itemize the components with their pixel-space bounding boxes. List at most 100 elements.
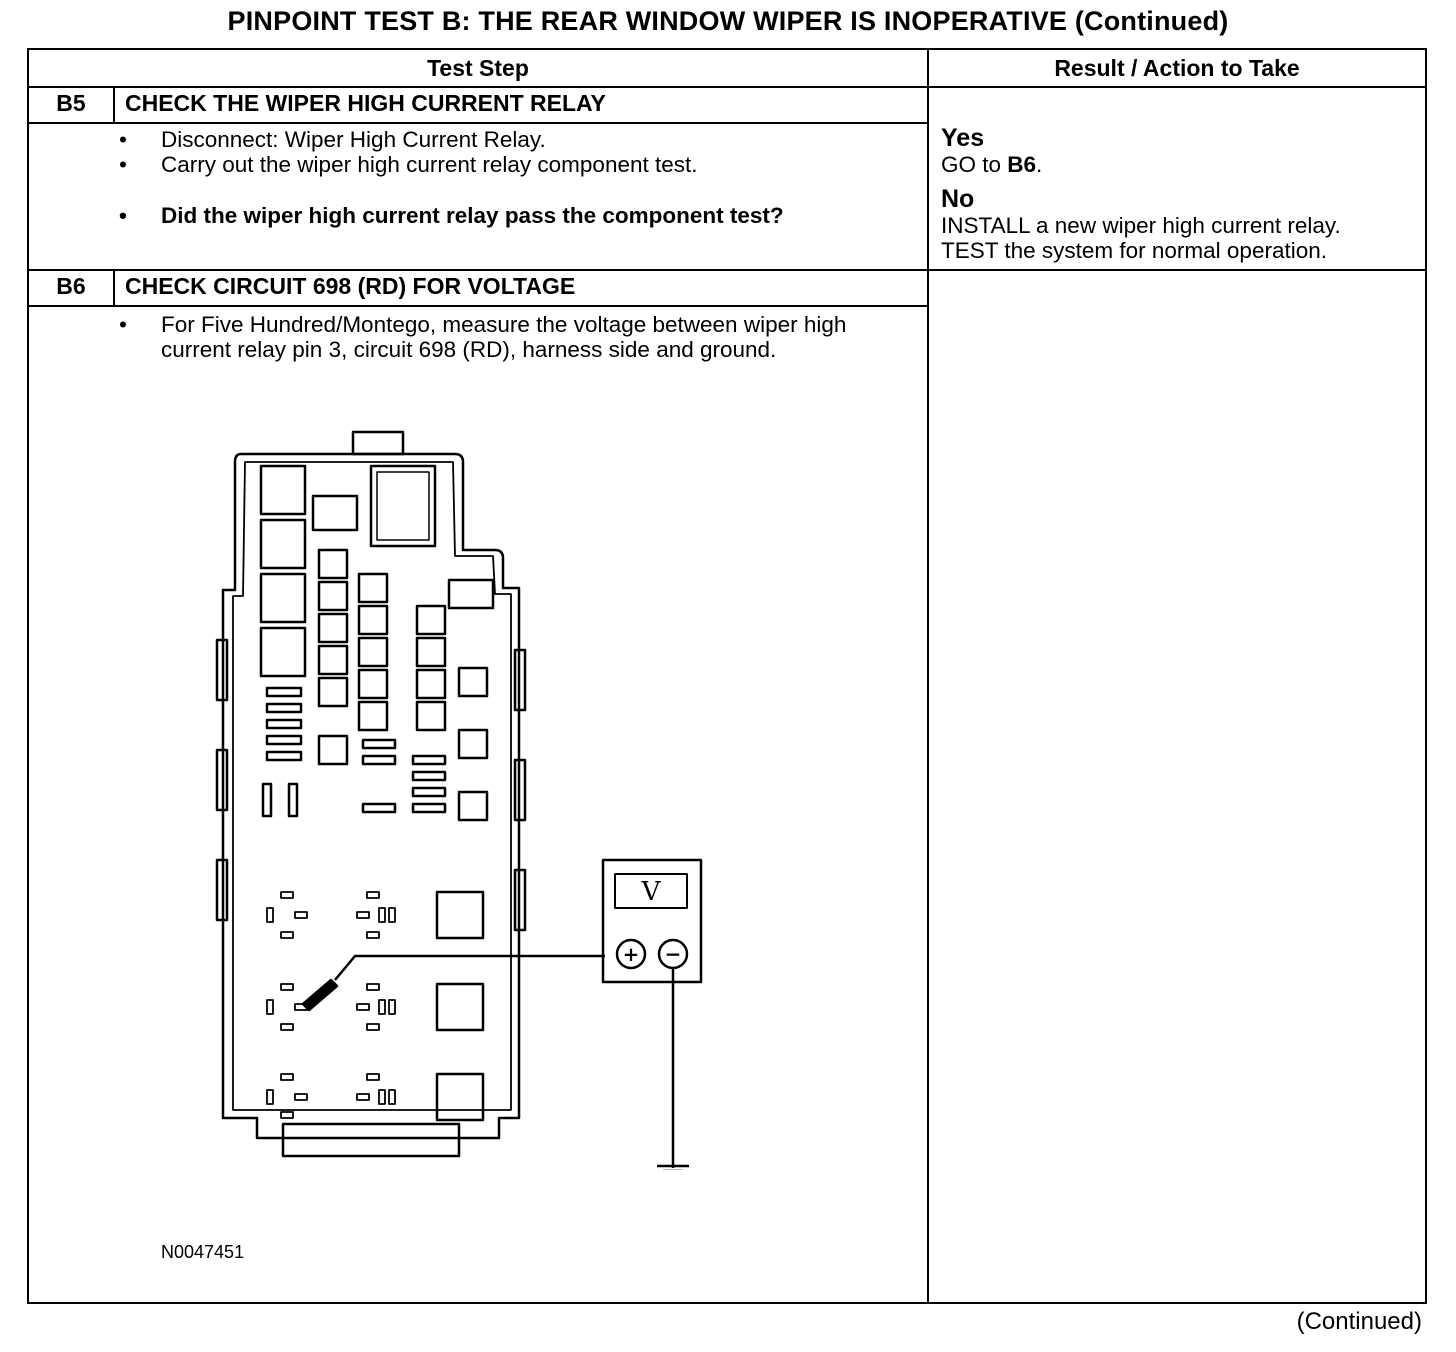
fuse [357, 700, 389, 732]
fuse-block [259, 518, 307, 570]
mini-fuse [265, 702, 303, 714]
terminal [388, 1089, 396, 1105]
fuse [317, 676, 349, 708]
mini-fuse [361, 738, 397, 750]
header-test-step: Test Step [427, 55, 529, 81]
mini-fuse [265, 734, 303, 746]
relay [435, 890, 485, 940]
fuse [317, 548, 349, 580]
bullet-dot: • [119, 312, 127, 337]
side-clip [215, 748, 229, 812]
negative-sign: − [665, 942, 682, 966]
b5-result-no: No INSTALL a new wiper high current rela… [941, 185, 1341, 263]
terminal [266, 999, 274, 1015]
bullet-dot: • [119, 203, 127, 228]
step-id-b5: B5 [56, 90, 86, 116]
terminal [356, 1093, 370, 1101]
b5-question-text: Did the wiper high current relay pass th… [161, 203, 784, 228]
mini-fuse [411, 754, 447, 766]
fuse [457, 728, 489, 760]
voltmeter-label: V [641, 877, 662, 907]
no-action-1: INSTALL a new wiper high current relay. [941, 213, 1341, 238]
b5-id-divider [113, 88, 115, 122]
no-label: No [941, 185, 975, 213]
header-result: Result / Action to Take [1054, 55, 1300, 81]
fuse [317, 644, 349, 676]
yes-action-text: GO to [941, 152, 1008, 177]
b5-title-rule [29, 122, 927, 124]
no-action-2: TEST the system for normal operation. [941, 238, 1327, 263]
bottom-connector [281, 1122, 461, 1158]
fuse [317, 612, 349, 644]
fuse-block [259, 626, 307, 678]
terminal [366, 1023, 380, 1031]
b5-result-yes: Yes GO to B6. [941, 124, 1042, 177]
step-id-b6: B6 [56, 273, 86, 299]
terminal [280, 1073, 294, 1081]
relay [435, 982, 485, 1032]
positive-terminal [615, 938, 647, 970]
header-rule [29, 86, 1425, 88]
b6-top-rule [29, 269, 1425, 271]
terminal [378, 1089, 386, 1105]
side-clip [513, 868, 527, 932]
relay-top-inner [376, 471, 430, 541]
fuse-box-inner-wall [232, 461, 512, 1111]
b5-bullet-1-text: Disconnect: Wiper High Current Relay. [161, 127, 546, 152]
terminal [294, 911, 308, 919]
terminal [280, 1111, 294, 1119]
fuse-block [259, 464, 307, 516]
fuse-box-voltage-diagram: V + − [215, 430, 703, 1170]
terminal [266, 907, 274, 923]
terminal [280, 931, 294, 939]
fuse-box-housing [221, 452, 521, 1140]
terminal [366, 983, 380, 991]
terminal [266, 1089, 274, 1105]
figure-id: N0047451 [161, 1242, 245, 1262]
yes-step-ref: B6 [1007, 152, 1037, 177]
terminal [356, 1003, 370, 1011]
positive-sign: + [623, 942, 640, 966]
side-clip [513, 758, 527, 822]
terminal [366, 891, 380, 899]
mini-fuse [287, 782, 299, 818]
relay-small [311, 494, 359, 532]
terminal [378, 907, 386, 923]
yes-label: Yes [941, 124, 985, 152]
fuse [317, 734, 349, 766]
terminal [356, 911, 370, 919]
mini-fuse [265, 686, 303, 698]
fuse [447, 578, 495, 610]
relay-top [369, 464, 437, 548]
step-title-b5: CHECK THE WIPER HIGH CURRENT RELAY [125, 90, 606, 116]
fuse [357, 668, 389, 700]
terminal [366, 931, 380, 939]
fuse-block [259, 572, 307, 624]
fuse [357, 636, 389, 668]
fuse [415, 700, 447, 732]
mini-fuse [411, 770, 447, 782]
b6-bullet-1-text: For Five Hundred/Montego, measure the vo… [161, 312, 847, 362]
top-tab [351, 430, 405, 456]
fuse [457, 666, 489, 698]
terminal [280, 891, 294, 899]
mini-fuse [411, 802, 447, 814]
mini-fuse [361, 754, 397, 766]
voltmeter [601, 858, 703, 984]
voltmeter-display [614, 873, 688, 909]
side-clip [215, 858, 229, 922]
probe-tip [301, 978, 339, 1012]
side-clip [215, 638, 229, 702]
fuse [357, 604, 389, 636]
fuse [357, 572, 389, 604]
positive-lead-wire [334, 954, 605, 981]
yes-action: GO to B6. [941, 152, 1042, 177]
b6-id-divider [113, 271, 115, 305]
continued-label: (Continued) [1296, 1308, 1422, 1335]
terminal [280, 1023, 294, 1031]
fuse [415, 668, 447, 700]
test-table: Test Step Result / Action to Take B5 CHE… [27, 48, 1427, 1304]
mini-fuse [411, 786, 447, 798]
terminal [388, 907, 396, 923]
b6-title-rule [29, 305, 927, 307]
